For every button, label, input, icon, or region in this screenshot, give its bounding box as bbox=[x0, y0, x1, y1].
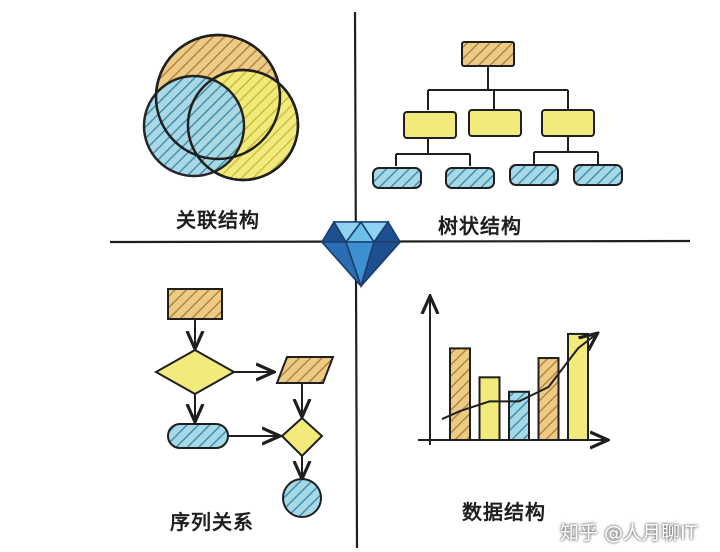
bar-5 bbox=[567, 332, 589, 441]
bar-4 bbox=[537, 357, 560, 441]
label-tree: 树状结构 bbox=[438, 214, 522, 238]
diamond-gem-icon bbox=[320, 220, 402, 289]
trend-line bbox=[441, 334, 596, 420]
venn-diagram bbox=[142, 33, 300, 182]
bar-3 bbox=[508, 390, 530, 441]
watermark: 知乎 @人月聊IT bbox=[560, 522, 698, 544]
tree-diagram bbox=[372, 41, 623, 189]
label-sequence: 序列关系 bbox=[170, 510, 254, 534]
bar-chart bbox=[418, 298, 606, 445]
label-data: 数据结构 bbox=[462, 500, 546, 524]
sequence-flowchart bbox=[153, 288, 335, 518]
bar-2 bbox=[478, 376, 501, 442]
bar-1 bbox=[449, 347, 471, 441]
label-venn: 关联结构 bbox=[176, 208, 260, 232]
